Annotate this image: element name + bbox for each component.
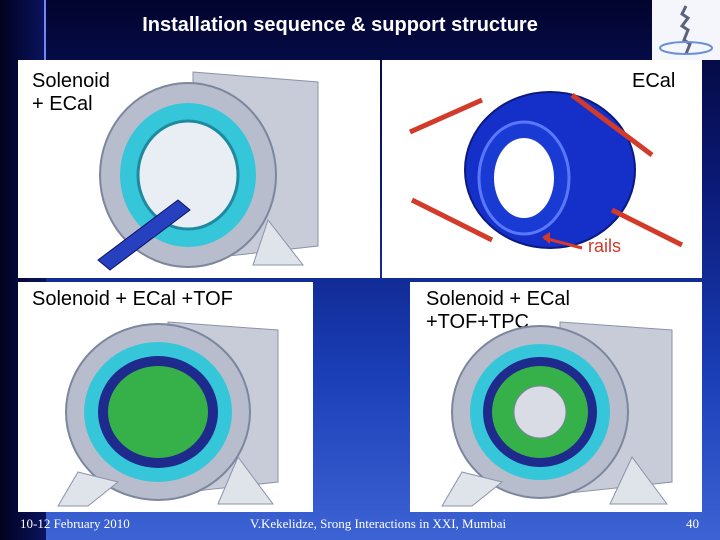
slide-title: Installation sequence & support structur… — [142, 14, 538, 36]
panel-ecal: ECal rails — [382, 60, 702, 278]
panel-solenoid-ecal-tof-tpc: Solenoid + ECal +TOF+TPC — [410, 282, 702, 512]
panel-label-solenoid-ecal-tof-tpc: Solenoid + ECal +TOF+TPC — [426, 288, 570, 333]
footer-credit: V.Kekelidze, Srong Interactions in XXI, … — [250, 516, 507, 531]
logo-emblem-icon — [659, 5, 713, 55]
solenoid-ecal-render — [97, 71, 319, 271]
panel-solenoid-ecal-tof: Solenoid + ECal +TOF — [18, 282, 313, 512]
panel-label-solenoid-ecal: Solenoid + ECal — [32, 70, 110, 115]
rails-annotation: rails — [588, 236, 622, 256]
ecal-render — [408, 91, 684, 250]
page-number: 40 — [686, 516, 699, 531]
footer-date: 10-12 February 2010 — [20, 516, 130, 531]
panel-label-solenoid-ecal-tof: Solenoid + ECal +TOF — [32, 288, 233, 310]
panel-solenoid-ecal: Solenoid + ECal — [18, 60, 380, 278]
solenoid-ecal-tof-render — [57, 321, 279, 507]
institute-logo — [652, 0, 720, 60]
panel-label-ecal: ECal — [632, 70, 676, 92]
left-accent-line — [44, 0, 46, 60]
solenoid-ecal-tof-tpc-render — [441, 321, 673, 507]
